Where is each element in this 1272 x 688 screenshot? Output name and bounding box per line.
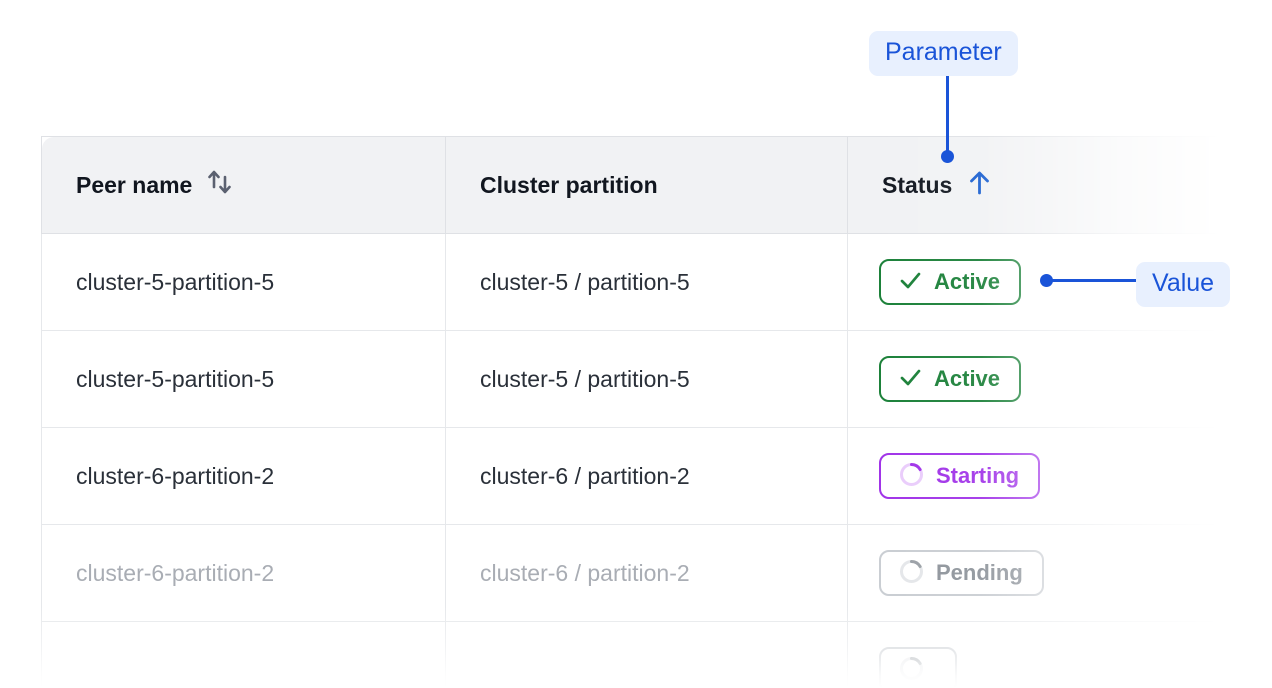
spinner-icon xyxy=(898,558,925,589)
peers-table: Peer name Cluster partition xyxy=(41,136,1236,688)
status-badge xyxy=(879,647,957,688)
table-row[interactable]: cluster-6-partition-2 cluster-6 / partit… xyxy=(41,427,1236,525)
column-header-peer-name[interactable]: Peer name xyxy=(41,136,446,234)
column-header-status[interactable]: Status xyxy=(847,136,1236,234)
column-header-label: Cluster partition xyxy=(480,171,658,198)
cell-cluster-partition: cluster-5 / partition-5 xyxy=(445,330,848,428)
cell-status: Starting xyxy=(847,427,1236,525)
cell-status: Active xyxy=(847,330,1236,428)
table-row[interactable]: cluster-6-partition-2 cluster-6 / partit… xyxy=(41,524,1236,622)
column-header-label: Status xyxy=(882,171,953,198)
peers-table-container: Peer name Cluster partition xyxy=(41,136,1236,688)
callout-value: Value xyxy=(1136,262,1231,307)
cell-peer-name: cluster-6-partition-2 xyxy=(41,427,446,525)
table-body: cluster-5-partition-5 cluster-5 / partit… xyxy=(41,233,1236,688)
cell-peer-name: cluster-6-partition-2 xyxy=(41,524,446,622)
status-badge-label: Pending xyxy=(936,560,1023,585)
status-badge-label: Active xyxy=(934,366,1001,391)
cell-peer-name: cluster-5-partition-5 xyxy=(41,330,446,428)
column-header-label: Peer name xyxy=(76,171,193,198)
parameter-connector-dot xyxy=(941,150,954,163)
status-badge: Active xyxy=(879,259,1022,305)
cell-cluster-partition: cluster-6 / partition-2 xyxy=(445,427,848,525)
parameter-connector-line xyxy=(946,74,949,158)
column-header-cluster-partition[interactable]: Cluster partition xyxy=(445,136,848,234)
value-connector-dot xyxy=(1040,274,1053,287)
check-icon xyxy=(898,365,923,394)
status-badge: Starting xyxy=(879,453,1041,499)
sort-both-arrows-icon[interactable] xyxy=(206,167,234,203)
table-header-row: Peer name Cluster partition xyxy=(41,136,1236,234)
cell-peer-name xyxy=(41,621,446,688)
cell-cluster-partition: cluster-6 / partition-2 xyxy=(445,524,848,622)
table-header: Peer name Cluster partition xyxy=(41,136,1236,234)
status-badge: Pending xyxy=(879,550,1044,596)
cell-status xyxy=(847,621,1236,688)
spinner-icon xyxy=(898,655,925,686)
status-badge-label: Starting xyxy=(936,463,1020,488)
sort-arrow-up-icon[interactable] xyxy=(966,168,993,203)
table-row[interactable] xyxy=(41,621,1236,688)
cell-cluster-partition xyxy=(445,621,848,688)
cell-status: Pending xyxy=(847,524,1236,622)
table-row[interactable]: cluster-5-partition-5 cluster-5 / partit… xyxy=(41,233,1236,331)
callout-parameter: Parameter xyxy=(869,31,1018,76)
cell-cluster-partition: cluster-5 / partition-5 xyxy=(445,233,848,331)
table-row[interactable]: cluster-5-partition-5 cluster-5 / partit… xyxy=(41,330,1236,428)
status-badge-label: Active xyxy=(934,269,1001,294)
status-badge: Active xyxy=(879,356,1022,402)
spinner-icon xyxy=(898,461,925,492)
value-connector-line xyxy=(1046,279,1138,282)
cell-peer-name: cluster-5-partition-5 xyxy=(41,233,446,331)
check-icon xyxy=(898,268,923,297)
